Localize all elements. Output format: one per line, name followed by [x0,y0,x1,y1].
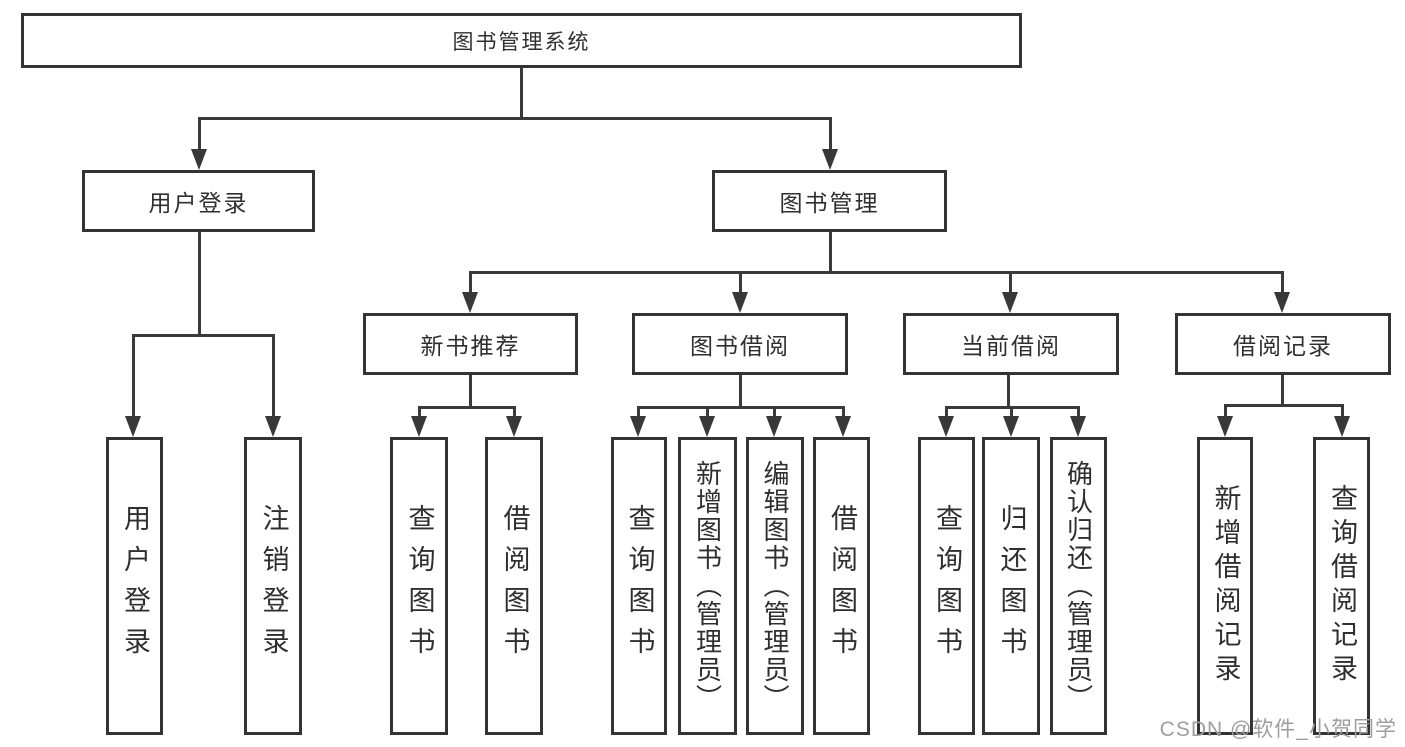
connector-line [1007,375,1010,408]
leaf-confirm-return-admin: 确认归还（管理员） [1050,437,1107,735]
arrowhead-icon [1217,416,1233,437]
connector-line [132,334,135,419]
connector-line [1224,404,1343,407]
connector-line [829,117,832,152]
connector-line [469,375,472,408]
node-new-book-recommend: 新书推荐 [363,313,578,375]
node-label: 借阅记录 [1233,333,1333,359]
leaf-borrow-books-recommend: 借阅图书 [485,437,543,735]
connector-line [706,406,709,419]
leaf-query-books-current: 查询图书 [918,437,975,735]
connector-line [1009,271,1012,295]
connector-line [637,406,844,409]
node-user-login-branch: 用户登录 [82,170,315,232]
leaf-query-borrow-record: 查询借阅记录 [1313,437,1370,735]
connector-line [469,271,1283,274]
leaf-label: 新增图书（管理员） [692,460,723,712]
node-book-borrowing: 图书借阅 [632,313,848,375]
arrowhead-icon [822,149,838,170]
connector-line [739,375,742,408]
leaf-label: 查询图书 [932,504,962,668]
connector-line [945,406,948,419]
leaf-label: 归还图书 [996,504,1027,668]
arrowhead-icon [1070,416,1086,437]
connector-line [1224,404,1227,419]
leaf-label: 注销登录 [258,504,289,668]
node-label: 图书管理 [779,190,880,216]
node-book-management: 图书管理 [712,170,947,232]
arrowhead-icon [411,416,427,437]
connector-line [739,271,742,295]
connector-line [773,406,776,419]
connector-line [198,232,201,336]
arrowhead-icon [506,416,522,437]
connector-line [1010,406,1013,419]
csdn-watermark: CSDN @软件_小贺同学 [1159,718,1397,741]
leaf-borrow-books: 借阅图书 [813,437,870,735]
arrowhead-icon [1002,292,1018,313]
node-label: 图书借阅 [690,333,790,359]
node-label: 当前借阅 [961,333,1061,359]
connector-line [842,406,845,419]
leaf-label: 借阅图书 [827,504,857,668]
leaf-label: 查询图书 [624,504,655,668]
connector-line [418,406,421,419]
node-label: 图书管理系统 [452,30,591,54]
leaf-label: 确认归还（管理员） [1063,460,1094,712]
node-current-borrowing: 当前借阅 [903,313,1119,375]
arrowhead-icon [699,416,715,437]
leaf-label: 查询图书 [404,504,435,668]
arrowhead-icon [125,416,141,437]
leaf-add-books-admin: 新增图书（管理员） [678,437,737,735]
leaf-return-books: 归还图书 [982,437,1040,735]
node-label: 新书推荐 [420,333,521,359]
leaf-add-borrow-record: 新增借阅记录 [1197,437,1253,735]
arrowhead-icon [1003,416,1019,437]
leaf-label: 查询借阅记录 [1327,484,1357,688]
leaf-label: 借阅图书 [499,504,530,668]
connector-line [513,406,516,419]
arrowhead-icon [1334,416,1350,437]
arrowhead-icon [191,149,207,170]
leaf-logout: 注销登录 [244,437,302,735]
arrowhead-icon [265,416,281,437]
connector-line [1341,404,1344,419]
connector-line [418,406,515,409]
connector-line [272,334,275,419]
leaf-label: 用户登录 [120,504,150,668]
connector-line [198,117,201,152]
arrowhead-icon [630,416,646,437]
connector-line [198,117,831,120]
leaf-label: 新增借阅记录 [1210,484,1241,688]
arrowhead-icon [1274,292,1290,313]
connector-line [132,334,274,337]
connector-line [829,232,832,273]
arrowhead-icon [835,416,851,437]
connector-line [520,66,523,119]
connector-line [945,406,1079,409]
arrowhead-icon [732,292,748,313]
arrowhead-icon [938,416,954,437]
connector-line [1281,375,1284,406]
connector-line [637,406,640,419]
node-library-management-system: 图书管理系统 [21,13,1022,68]
node-borrow-records: 借阅记录 [1175,313,1391,375]
node-label: 用户登录 [148,190,249,216]
arrowhead-icon [766,416,782,437]
connector-line [469,271,472,295]
connector-line [1281,271,1284,295]
leaf-query-books-recommend: 查询图书 [390,437,448,735]
leaf-edit-books-admin: 编辑图书（管理员） [746,437,804,735]
leaf-user-login: 用户登录 [106,437,163,735]
connector-line [1077,406,1080,419]
leaf-query-books-borrowing: 查询图书 [611,437,667,735]
arrowhead-icon [462,292,478,313]
leaf-label: 编辑图书（管理员） [760,460,790,712]
